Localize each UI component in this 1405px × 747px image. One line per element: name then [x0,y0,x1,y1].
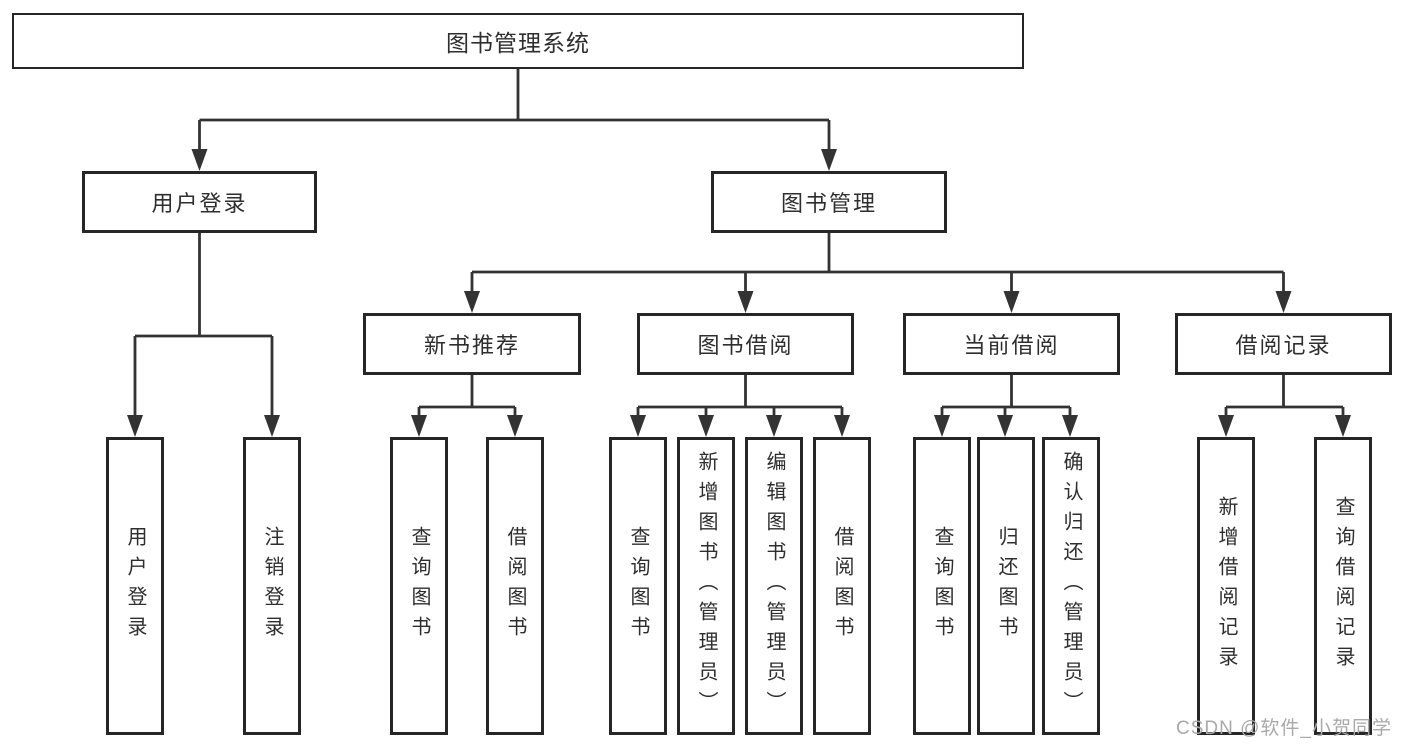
node-label: 新增借阅记录 [1215,496,1237,676]
leaf-logout-login: 注销登录 [243,437,301,735]
node-label: 图书管理系统 [446,30,590,56]
node-label: 用户登录 [124,526,146,646]
node-label: 图书借阅 [697,333,794,358]
node-label: 归还图书 [995,526,1017,646]
node-borrowing-records: 借阅记录 [1175,313,1392,375]
node-label: 新增图书（管理员） [695,451,717,721]
leaf-query-books-borrowing: 查询图书 [609,437,667,735]
node-label: 新书推荐 [423,333,520,358]
leaf-query-books-recommend: 查询图书 [390,437,448,735]
node-label: 当前借阅 [963,333,1060,358]
node-label: 借阅图书 [831,526,853,646]
leaf-borrow-books-recommend: 借阅图书 [486,437,544,735]
leaf-return-books: 归还图书 [977,437,1035,735]
node-label: 借阅记录 [1235,333,1332,358]
leaf-add-books-admin: 新增图书（管理员） [677,437,735,735]
node-label: 注销登录 [261,526,283,646]
node-label: 借阅图书 [504,526,526,646]
node-library-management-system: 图书管理系统 [12,13,1024,69]
leaf-add-borrow-record: 新增借阅记录 [1197,437,1255,735]
node-book-management: 图书管理 [711,171,947,233]
node-current-borrowing: 当前借阅 [903,313,1120,375]
node-label: 查询图书 [408,526,430,646]
node-user-login: 用户登录 [82,171,317,233]
leaf-borrow-books-borrowing: 借阅图书 [813,437,871,735]
csdn-watermark: CSDN @软件_小贺同学 [1176,718,1392,739]
node-new-book-recommend: 新书推荐 [363,313,581,375]
leaf-edit-books-admin: 编辑图书（管理员） [745,437,803,735]
leaf-query-books-current: 查询图书 [913,437,971,735]
leaf-confirm-return-admin: 确认归还（管理员） [1042,437,1100,735]
node-label: 用户登录 [151,191,248,216]
leaf-user-login: 用户登录 [106,437,164,735]
node-label: 查询图书 [627,526,649,646]
node-label: 查询图书 [931,526,953,646]
node-label: 查询借阅记录 [1332,496,1354,676]
node-book-borrowing: 图书借阅 [637,313,854,375]
node-label: 编辑图书（管理员） [763,451,785,721]
node-label: 确认归还（管理员） [1060,451,1082,721]
leaf-query-borrow-record: 查询借阅记录 [1314,437,1372,735]
node-label: 图书管理 [780,191,877,216]
